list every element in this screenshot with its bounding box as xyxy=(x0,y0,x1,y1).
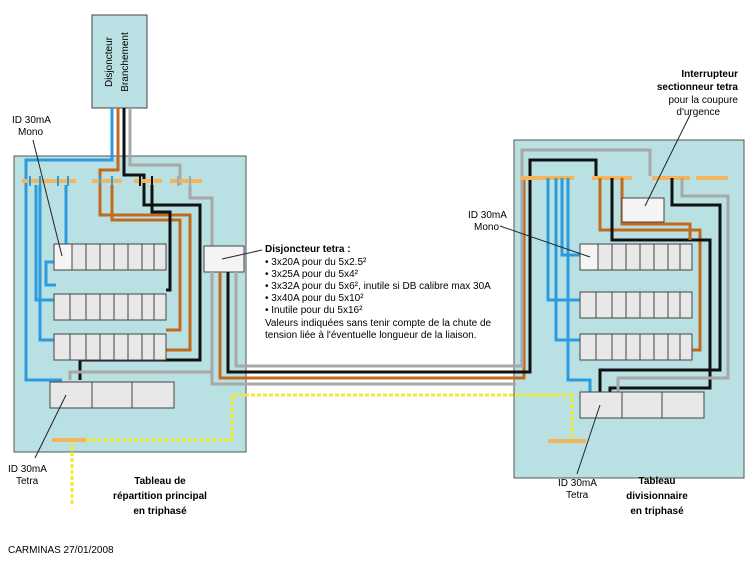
left-panel-title-1: Tableau de xyxy=(134,476,186,487)
right-rails xyxy=(579,243,705,419)
branch-breaker-box xyxy=(91,14,148,109)
switch-label-3: pour la coupure xyxy=(669,95,739,106)
branch-breaker-label-1: Disjoncteur xyxy=(104,36,115,87)
breaker-note-item-1: • 3x20A pour du 5x2.5² xyxy=(265,257,367,268)
breaker-note-line-1: Valeurs indiquées sans tenir compte de l… xyxy=(265,318,492,329)
link-cable xyxy=(210,148,652,386)
right-panel-title-1: Tableau xyxy=(638,476,675,487)
earth-wire xyxy=(70,393,574,505)
id-mono-right-label-2: Mono xyxy=(474,222,499,233)
breaker-note-item-3: • 3x32A pour du 5x6², inutile si DB cali… xyxy=(265,281,491,292)
credit-text: CARMINAS 27/01/2008 xyxy=(8,545,114,556)
breaker-note-item-4: • 3x40A pour du 5x10² xyxy=(265,293,364,304)
switch-label-4: d'urgence xyxy=(676,107,720,118)
branch-breaker-label-2: Branchement xyxy=(120,32,131,92)
left-rails xyxy=(49,243,175,409)
right-rail-3 xyxy=(579,333,693,361)
left-panel-title-2: répartition principal xyxy=(113,491,207,502)
right-panel-title-3: en triphasé xyxy=(630,506,684,517)
id-mono-left-label-2: Mono xyxy=(18,127,43,138)
id-tetra-right-label-1: ID 30mA xyxy=(558,478,597,489)
breaker-note-line-2: tension liée à l'éventuelle longueur de … xyxy=(265,330,477,341)
left-rail-1 xyxy=(53,243,167,271)
left-panel-title-3: en triphasé xyxy=(133,506,187,517)
right-rail-4 xyxy=(579,391,705,419)
breaker-note-item-5: • Inutile pour du 5x16² xyxy=(265,305,363,316)
left-rail-2 xyxy=(53,293,167,321)
breaker-note-title: Disjoncteur tetra : xyxy=(265,244,351,255)
switch-label-2: sectionneur tetra xyxy=(657,82,739,93)
callout-lines xyxy=(32,114,691,475)
emergency-switch-box xyxy=(621,197,665,223)
id-tetra-left-label-2: Tetra xyxy=(16,476,39,487)
breaker-note-item-2: • 3x25A pour du 5x4² xyxy=(265,269,359,280)
left-rail-4 xyxy=(49,381,175,409)
right-panel-title-2: divisionnaire xyxy=(626,491,688,502)
left-busbar-ticks xyxy=(29,176,191,186)
id-tetra-left-label-1: ID 30mA xyxy=(8,464,47,475)
id-mono-right-label-1: ID 30mA xyxy=(468,210,507,221)
id-mono-left-label-1: ID 30mA xyxy=(12,115,51,126)
id-tetra-right-label-2: Tetra xyxy=(566,490,589,501)
switch-label-1: Interrupteur xyxy=(681,69,738,80)
right-rail-2 xyxy=(579,291,693,319)
right-internal-wires xyxy=(546,178,730,395)
left-rail-3 xyxy=(53,333,167,361)
right-rail-1 xyxy=(579,243,693,271)
